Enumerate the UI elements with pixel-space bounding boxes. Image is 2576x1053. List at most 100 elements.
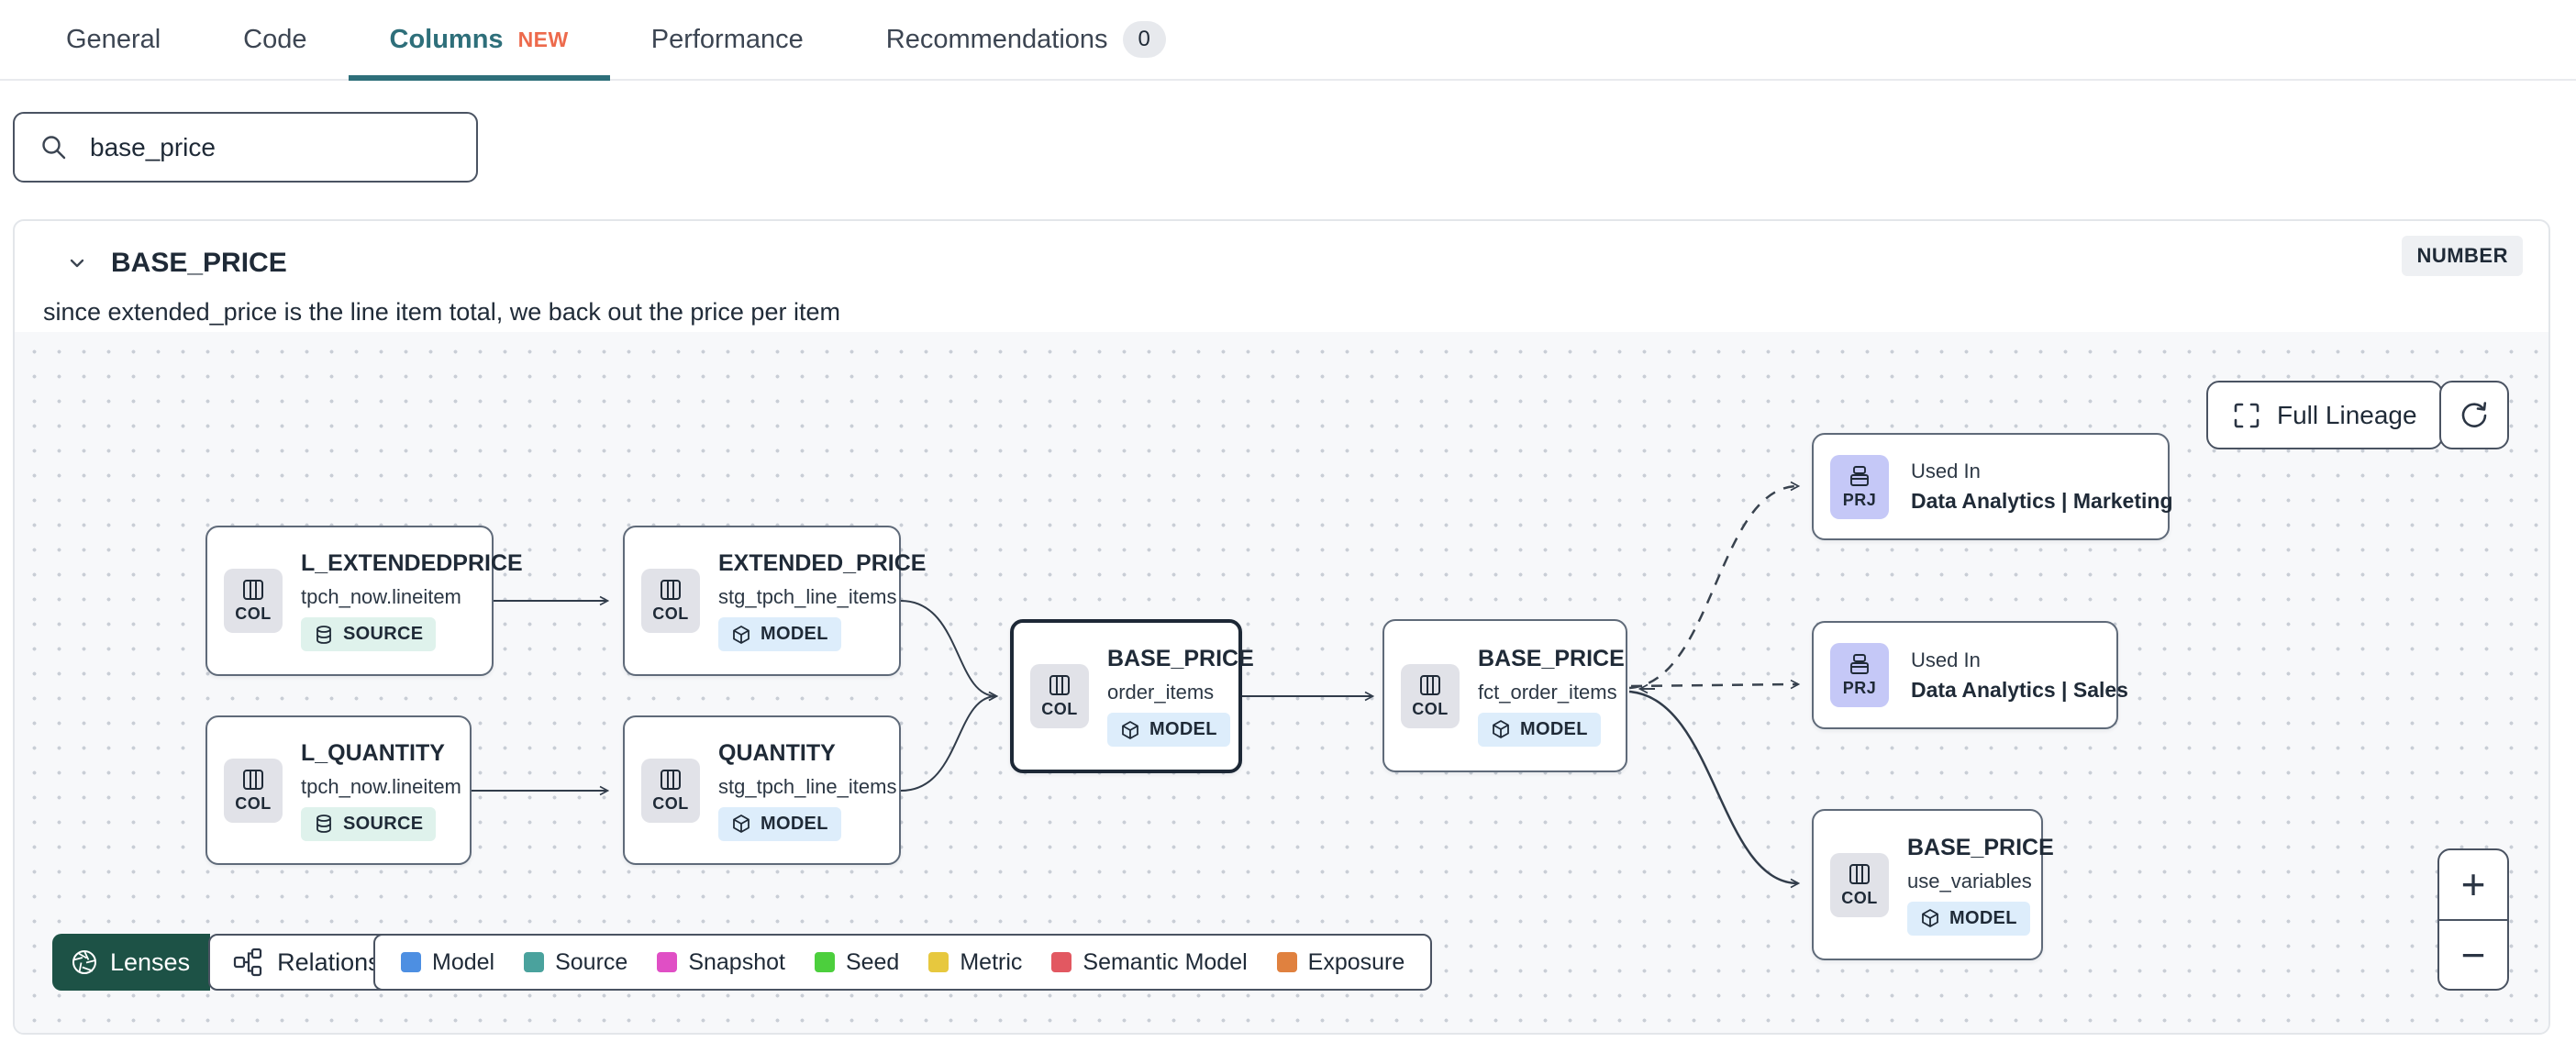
source-swatch — [524, 952, 545, 972]
usedin-kicker: Used In — [1911, 648, 1981, 671]
legend-item-source: Source — [524, 949, 627, 976]
node-title: BASE_PRICE — [1907, 834, 2054, 860]
chip-label: COL — [652, 604, 689, 623]
resource-badge-label: MODEL — [1520, 718, 1588, 739]
columns-icon — [659, 768, 683, 792]
lineage-canvas[interactable]: COL L_EXTENDEDPRICE tpch_now.lineitem SO… — [15, 332, 2548, 1033]
expand-icon — [2232, 401, 2261, 430]
chip-label: COL — [652, 793, 689, 813]
full-lineage-button[interactable]: Full Lineage — [2206, 381, 2443, 449]
node-subtitle: tpch_now.lineitem — [301, 774, 461, 798]
lineage-node-base-price-fct-order-items[interactable]: COL BASE_PRICE fct_order_items MODEL — [1382, 619, 1627, 772]
tab-label: General — [66, 24, 161, 54]
tab-label: Performance — [650, 24, 804, 54]
resource-badge: SOURCE — [301, 617, 437, 651]
lenses-button[interactable]: Lenses — [52, 934, 211, 991]
lineage-node-usedin-sales[interactable]: PRJ Used In Data Analytics | Sales — [1812, 621, 2128, 729]
chip-label: COL — [1841, 888, 1878, 907]
node-body: Used In Data Analytics | Marketing — [1911, 460, 2173, 514]
model-swatch — [401, 952, 421, 972]
tab-label: Code — [243, 24, 307, 54]
cube-icon — [1120, 720, 1140, 740]
database-icon — [314, 625, 334, 645]
search-row — [0, 81, 2576, 183]
column-chip: COL — [641, 758, 700, 823]
lineage-edges — [472, 481, 1801, 889]
node-body: Used In Data Analytics | Sales — [1911, 648, 2128, 703]
column-type-badge: NUMBER — [2402, 236, 2523, 276]
cube-icon — [731, 625, 751, 645]
resource-badge: MODEL — [1907, 901, 2030, 936]
legend-item-semantic-model: Semantic Model — [1051, 949, 1248, 976]
exposure-swatch — [1276, 952, 1297, 972]
node-body: BASE_PRICE fct_order_items MODEL — [1478, 646, 1625, 747]
tab-general[interactable]: General — [66, 0, 202, 79]
zoom-in-button[interactable]: + — [2439, 850, 2507, 921]
column-chip: COL — [224, 758, 283, 823]
lineage-node-quantity[interactable]: COL QUANTITY stg_tpch_line_items MODEL — [623, 715, 901, 865]
tab-performance[interactable]: Performance — [610, 0, 845, 79]
chip-label: COL — [235, 604, 272, 623]
legend-label: Seed — [845, 948, 900, 975]
tab-recommendations[interactable]: Recommendations 0 — [845, 0, 1207, 79]
column-description: since extended_price is the line item to… — [43, 298, 840, 326]
columns-icon — [1048, 673, 1071, 697]
zoom-control: + − — [2437, 848, 2509, 991]
chip-label: COL — [235, 793, 272, 813]
node-title: EXTENDED_PRICE — [718, 550, 927, 576]
chevron-down-icon[interactable] — [66, 252, 88, 274]
node-body: EXTENDED_PRICE stg_tpch_line_items MODEL — [718, 550, 926, 651]
column-chip: COL — [1830, 852, 1889, 917]
legend-label: Metric — [960, 948, 1023, 975]
lineage-node-extended-price[interactable]: COL EXTENDED_PRICE stg_tpch_line_items M… — [623, 526, 926, 676]
usedin-name: Data Analytics | Sales — [1911, 677, 2128, 702]
zoom-out-button[interactable]: − — [2439, 921, 2507, 990]
usedin-name: Data Analytics | Marketing — [1911, 489, 2173, 513]
column-chip: COL — [224, 569, 283, 633]
lineage-node-base-price-order-items[interactable]: COL BASE_PRICE order_items MODEL — [1010, 619, 1254, 773]
node-subtitle: tpch_now.lineitem — [301, 585, 461, 608]
columns-icon — [241, 578, 265, 602]
resource-badge: MODEL — [1107, 713, 1230, 747]
columns-icon — [659, 578, 683, 602]
refresh-button[interactable] — [2439, 381, 2509, 449]
node-body: L_EXTENDEDPRICE tpch_now.lineitem SOURCE — [301, 550, 523, 651]
lineage-node-usedin-marketing[interactable]: PRJ Used In Data Analytics | Marketing — [1812, 433, 2173, 540]
project-icon — [1848, 652, 1871, 676]
node-subtitle: use_variables — [1907, 869, 2032, 892]
plus-icon: + — [2460, 860, 2486, 909]
lineage-legend: Model Source Snapshot Seed Metric Semant… — [373, 934, 1433, 991]
tab-columns[interactable]: Columns NEW — [348, 0, 610, 81]
lineage-node-l-quantity[interactable]: COL L_QUANTITY tpch_now.lineitem SOURCE — [205, 715, 472, 865]
project-chip: PRJ — [1830, 454, 1889, 519]
node-body: L_QUANTITY tpch_now.lineitem SOURCE — [301, 740, 461, 841]
search-box[interactable] — [13, 112, 478, 183]
legend-item-exposure: Exposure — [1276, 949, 1405, 976]
semantic-model-swatch — [1051, 952, 1072, 972]
column-card-header: BASE_PRICE NUMBER — [15, 221, 2548, 285]
legend-item-snapshot: Snapshot — [657, 949, 785, 976]
column-card: BASE_PRICE NUMBER since extended_price i… — [13, 219, 2550, 1035]
lineage-node-l-extendedprice[interactable]: COL L_EXTENDEDPRICE tpch_now.lineitem SO… — [205, 526, 523, 676]
resource-badge-label: SOURCE — [343, 624, 424, 644]
tab-label: Recommendations — [885, 24, 1108, 54]
lineage-node-base-price-use-variables[interactable]: COL BASE_PRICE use_variables MODEL — [1812, 809, 2054, 960]
column-title: BASE_PRICE — [111, 248, 287, 278]
resource-badge: MODEL — [718, 806, 841, 841]
resource-badge-label: MODEL — [761, 813, 828, 834]
legend-item-model: Model — [401, 949, 494, 976]
node-body: BASE_PRICE order_items MODEL — [1107, 646, 1254, 747]
metric-swatch — [928, 952, 949, 972]
columns-icon — [1418, 673, 1442, 697]
resource-badge: SOURCE — [301, 806, 437, 841]
tab-code[interactable]: Code — [202, 0, 348, 79]
chip-label: COL — [1041, 700, 1078, 718]
resource-badge: MODEL — [1478, 712, 1601, 747]
tab-label: Columns — [389, 24, 504, 54]
node-subtitle: order_items — [1107, 681, 1215, 704]
search-input[interactable] — [90, 132, 467, 162]
usedin-kicker: Used In — [1911, 460, 1981, 482]
node-title: BASE_PRICE — [1107, 646, 1254, 671]
refresh-icon — [2458, 399, 2491, 432]
recommendations-count-badge: 0 — [1122, 20, 1166, 59]
